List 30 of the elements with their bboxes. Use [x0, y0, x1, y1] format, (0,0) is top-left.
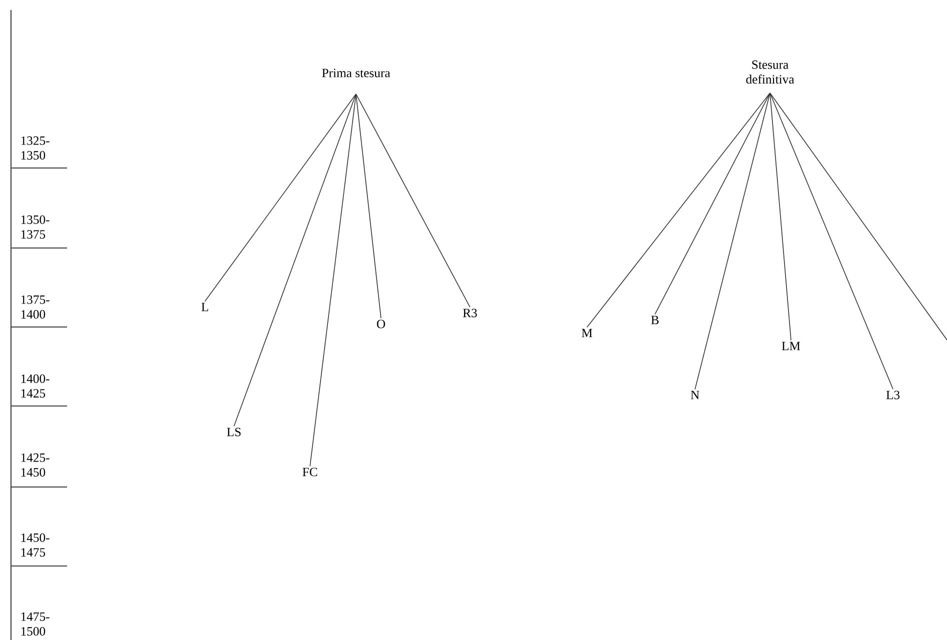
period-label: 1350- 1375 — [21, 215, 50, 239]
root-label: Prima stesura — [322, 68, 390, 78]
branch-line — [770, 92, 894, 390]
branch-label: L — [202, 302, 208, 312]
branch-line — [770, 92, 947, 340]
branch-line — [310, 94, 356, 467]
root-label: Stesura definitiva — [746, 60, 794, 84]
branch-line — [654, 92, 770, 315]
branch-label: O — [376, 320, 386, 328]
branch-label: M — [582, 328, 592, 338]
period-label: 1475- 1500 — [21, 612, 50, 636]
branch-label: B — [651, 316, 659, 324]
period-label: 1425- 1450 — [21, 453, 50, 477]
branch-line — [234, 94, 356, 427]
branch-line — [694, 92, 770, 390]
branch-line — [356, 94, 382, 319]
branch-label: LM — [782, 342, 800, 350]
branch-label: LS — [226, 428, 241, 436]
branch-line — [204, 94, 356, 302]
period-label: 1400- 1425 — [21, 374, 50, 398]
period-label: 1375- 1400 — [21, 295, 50, 319]
branch-label: FC — [302, 468, 318, 476]
branch-line — [586, 92, 770, 328]
branch-label: L3 — [886, 390, 900, 400]
branch-label: R3 — [462, 308, 477, 318]
branch-label: N — [690, 390, 700, 400]
period-label: 1450- 1475 — [21, 533, 50, 557]
branch-line — [770, 92, 792, 341]
branch-line — [356, 94, 470, 308]
period-label: 1325- 1350 — [21, 136, 50, 160]
